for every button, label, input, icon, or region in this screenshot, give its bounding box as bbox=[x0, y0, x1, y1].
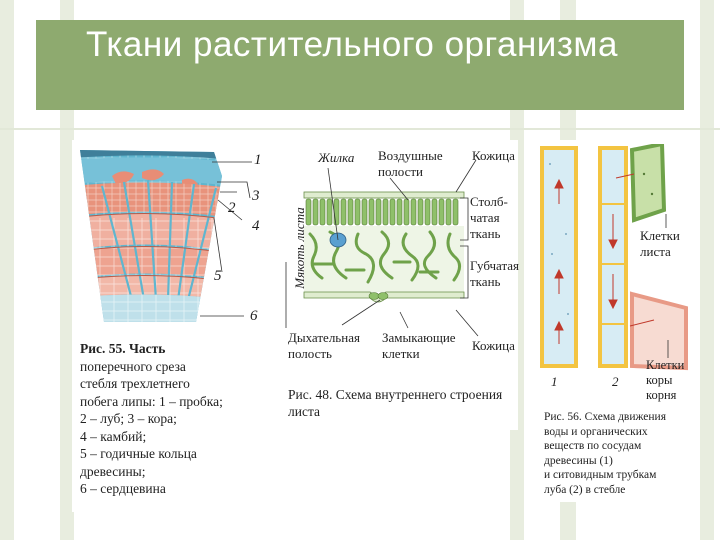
fig55-number-6: 6 bbox=[250, 308, 258, 324]
background-stripe bbox=[700, 0, 714, 540]
label-leaf-cells-2: листа bbox=[640, 244, 671, 259]
label-respiratory-cavity-1: Дыхательная bbox=[288, 330, 360, 345]
slide-title: Ткани растительного организма bbox=[86, 25, 618, 64]
background-stripe bbox=[60, 0, 74, 540]
fig55-caption-line: древесины; bbox=[80, 463, 146, 479]
leaf-mesophyll-side-label: Мякоть листа bbox=[292, 207, 307, 289]
fig55-number-1: 1 bbox=[254, 152, 262, 168]
label-root-cortex-1: Клетки bbox=[646, 358, 685, 372]
fig55-caption-line: 5 – годичные кольца bbox=[80, 446, 197, 461]
label-vessel-number-1: 1 bbox=[551, 374, 558, 389]
label-guard-cells-2: клетки bbox=[382, 346, 420, 361]
label-leaf-cells-1: Клетки bbox=[640, 228, 680, 243]
fig55-number-4: 4 bbox=[252, 218, 260, 234]
label-vein: Жилка bbox=[318, 150, 355, 165]
fig48-caption-line: листа bbox=[288, 404, 321, 419]
label-epidermis-bottom: Кожица bbox=[472, 338, 515, 353]
fig56-caption-line: воды и органических bbox=[544, 425, 648, 438]
fig55-number-5: 5 bbox=[214, 268, 222, 284]
label-palisade-2: чатая bbox=[470, 210, 500, 225]
label-epidermis-top: Кожица bbox=[472, 148, 515, 163]
label-air-cavities-1: Воздушные bbox=[378, 148, 443, 163]
fig56-caption-line: веществ по сосудам bbox=[544, 440, 642, 452]
transport-leader-lines bbox=[665, 214, 669, 358]
label-spongy-1: Губчатая bbox=[470, 258, 520, 273]
label-root-cortex-2: коры bbox=[646, 373, 673, 387]
label-guard-cells-1: Замыкающие bbox=[382, 330, 456, 345]
label-palisade-1: Столб- bbox=[470, 194, 508, 209]
fig55-number-3: 3 bbox=[251, 188, 260, 204]
fig48-caption: Рис. 48. Схема внутреннего строения лист… bbox=[288, 386, 518, 420]
fig56-caption-line: луба (2) в стебле bbox=[544, 483, 626, 496]
fig55-caption-line: стебля трехлетнего bbox=[80, 376, 190, 391]
label-air-cavities-2: полости bbox=[378, 164, 424, 179]
fig55-caption: Рис. 55. Часть поперечного среза стебля … bbox=[80, 340, 270, 498]
fig56-caption-line: и ситовидным трубкам bbox=[544, 469, 657, 481]
fig55-caption-line: 6 – сердцевина bbox=[80, 481, 166, 496]
fig55-caption-line: 4 – камбий; bbox=[80, 428, 147, 444]
title-bar bbox=[36, 20, 684, 110]
fig55-caption-line: побега липы: 1 – пробка; bbox=[80, 393, 223, 409]
background-line bbox=[0, 128, 720, 130]
fig55-caption-line: поперечного среза bbox=[80, 358, 186, 374]
fig55-caption-line: 2 – луб; 3 – кора; bbox=[80, 411, 177, 426]
fig48-caption-line: Рис. 48. Схема внутреннего строения bbox=[288, 387, 503, 402]
fig56-caption-line: Рис. 56. Схема движения bbox=[544, 411, 667, 423]
fig55-number-2: 2 bbox=[228, 200, 236, 216]
stem-transport-image bbox=[540, 144, 688, 371]
label-root-cortex-3: корня bbox=[646, 388, 677, 402]
leaf-section-image bbox=[303, 191, 465, 303]
fig56-caption-line: древесины (1) bbox=[544, 454, 613, 467]
background-stripe bbox=[0, 0, 14, 540]
leaf-leader-lines bbox=[285, 159, 479, 337]
label-respiratory-cavity-2: полость bbox=[288, 346, 332, 361]
fig56-caption: Рис. 56. Схема движения воды и органичес… bbox=[544, 410, 694, 497]
label-spongy-2: ткань bbox=[470, 274, 501, 289]
fig55-caption-line: Рис. 55. Часть bbox=[80, 341, 166, 356]
label-sieve-number-2: 2 bbox=[612, 374, 619, 389]
stem-cross-section-image: 1 3 2 4 5 6 bbox=[80, 150, 262, 324]
label-palisade-3: ткань bbox=[470, 226, 501, 241]
